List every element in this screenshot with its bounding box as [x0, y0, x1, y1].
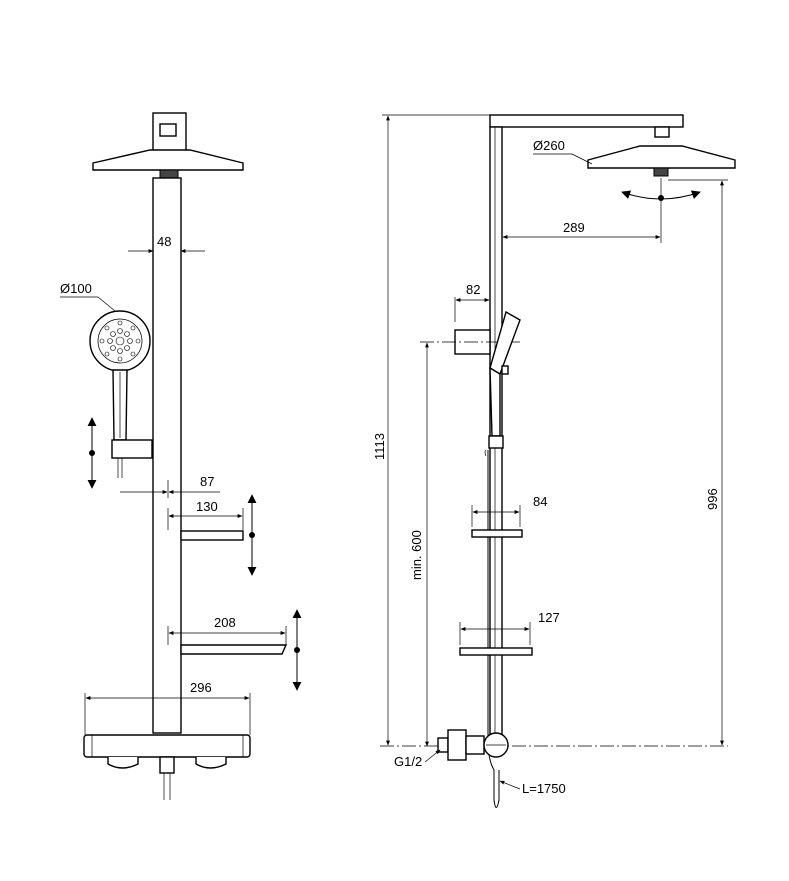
dim-handshower-diameter: Ø100 [60, 281, 92, 296]
dim-holder-projection: 82 [466, 282, 480, 297]
dim-arm-projection: 289 [563, 220, 585, 235]
left-handle [107, 757, 139, 769]
small-shelf [180, 530, 244, 541]
right-handle [195, 757, 227, 769]
large-shelf-side [459, 647, 533, 656]
dim-min-height: min. 600 [409, 530, 424, 580]
side-view: Ø260 289 82 min. 600 [372, 114, 736, 808]
dim-total-height: 1113 [372, 433, 387, 460]
small-shelf-side [471, 529, 523, 538]
hand-shower-holder [111, 439, 153, 459]
shower-arm [489, 114, 684, 128]
dim-head-height: 996 [705, 488, 720, 510]
dim-large-shelf-depth: 127 [538, 610, 560, 625]
mixer-neck [465, 735, 485, 755]
hand-shower-handle-side [489, 366, 501, 437]
hand-shower-holder-side [488, 435, 504, 449]
riser-pipe [152, 177, 182, 734]
mixer-body-side [447, 729, 467, 761]
shower-head-nozzle [159, 169, 179, 179]
arm-joint [654, 126, 670, 138]
dim-connection: G1/2 [394, 754, 422, 769]
spout [159, 756, 175, 774]
dim-small-shelf-depth: 84 [533, 494, 547, 509]
dim-large-shelf-width: 208 [214, 615, 236, 630]
thermostat-mixer [83, 734, 251, 758]
overhead-shower-head-side [587, 145, 736, 169]
dim-pipe-width: 48 [157, 234, 171, 249]
dim-small-shelf-width: 130 [196, 499, 218, 514]
large-shelf [180, 644, 288, 655]
dim-hose-length: L=1750 [522, 781, 566, 796]
dim-head-diameter: Ø260 [533, 138, 565, 153]
hand-shower-nozzles [99, 320, 141, 362]
overhead-shower-head [92, 149, 244, 171]
mount-bracket [159, 123, 177, 137]
front-view: 48 Ø100 87 [60, 112, 302, 800]
dim-shelf-offset: 87 [200, 474, 214, 489]
wall-connection [437, 737, 449, 753]
hand-shower-clip [501, 365, 509, 375]
dim-thermostat-width: 296 [190, 680, 212, 695]
